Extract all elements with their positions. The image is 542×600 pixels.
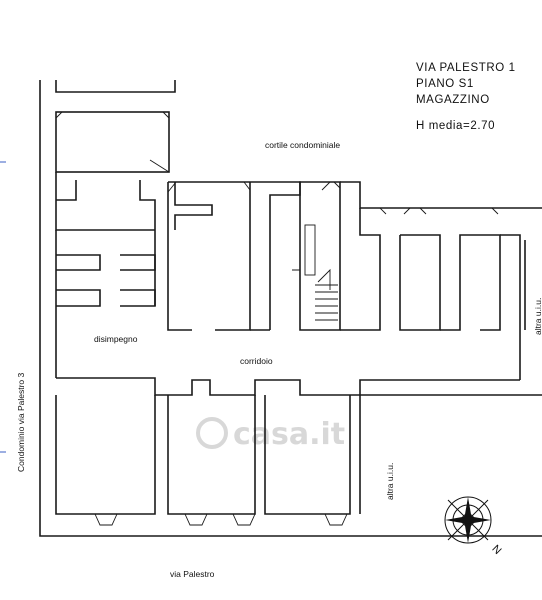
left-boundary	[39, 80, 542, 537]
room-upper-a	[167, 181, 251, 331]
room-upper-b	[250, 181, 301, 331]
label-altra-bottom: altra u.i.u.	[385, 463, 395, 500]
label-altra-right: altra u.i.u.	[533, 298, 542, 335]
label-corridoio: corridoio	[240, 356, 273, 366]
rooms-right	[340, 181, 542, 380]
stair-block	[292, 181, 341, 331]
header-height: H media=2.70	[416, 120, 495, 132]
header-address: VIA PALESTRO 1	[416, 62, 516, 74]
label-cortile: cortile condominiale	[265, 140, 340, 150]
header-use: MAGAZZINO	[416, 94, 490, 106]
header-floor: PIANO S1	[416, 78, 474, 90]
label-condominio: Condominio via Palestro 3	[16, 373, 26, 472]
corridor	[56, 377, 542, 396]
watermark: casa.it	[196, 417, 345, 452]
watermark-text: casa.it	[233, 417, 345, 452]
rooms-lower	[55, 395, 361, 526]
compass-icon	[444, 496, 492, 544]
label-disimpegno: disimpegno	[94, 334, 138, 344]
compass-north-label: N	[489, 543, 503, 557]
watermark-logo-icon	[196, 417, 228, 449]
label-via: via Palestro	[170, 569, 215, 579]
room-mid-left	[55, 230, 156, 378]
room-top-left	[55, 111, 170, 231]
